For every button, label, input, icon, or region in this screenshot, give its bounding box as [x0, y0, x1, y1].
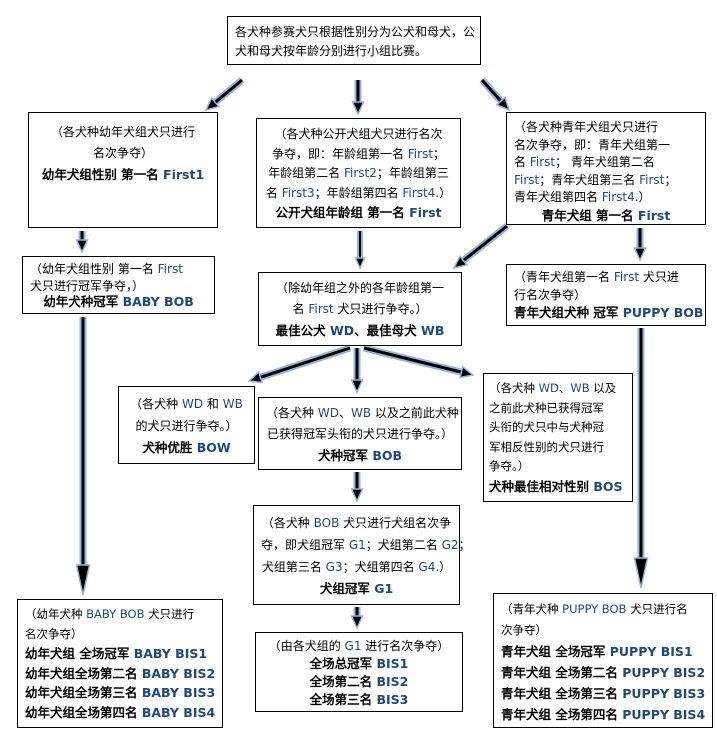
node-puppy-bob: （青年犬组第一名 First 犬只进行名次争夺） 青年犬组犬种 冠军 PUPPY …	[506, 264, 706, 326]
node-text-line: 名次争夺，即：青年犬组第一	[514, 137, 671, 152]
node-text-line: （幼年犬组性别 第一名 First	[30, 262, 183, 276]
node-text-line: （各犬种青年犬组犬只进行	[514, 120, 659, 134]
node-text-line: 犬组冠军 G1	[319, 581, 394, 596]
node-best-of-winners: （各犬种 WD 和 WB 的犬只进行争夺。） 犬种优胜 BOW	[118, 386, 255, 464]
node-puppy-group-first: （各犬种青年犬组犬只进行名次争夺，即：青年犬组第一名 First； 青年犬组第二…	[506, 112, 706, 225]
node-text-line: 犬种优胜 BOW	[142, 440, 231, 455]
node-best-opposite-sex: （各犬种 WD、WB 以及之前此犬种已获得冠军头衔的犬只中与犬种冠军相反性别的犬…	[483, 373, 633, 502]
node-text-line: 夺，即犬组冠军 G1；犬组第二名 G2；	[261, 538, 471, 552]
arrow-babybob-babybis	[75, 317, 91, 596]
node-text-line: 名次争夺）	[92, 146, 153, 160]
arrow-wdwb-bow	[247, 344, 352, 384]
arrow-wdwb-bos	[363, 344, 475, 379]
node-open-group-first: （各犬种公开犬组犬只进行名次争夺，即：年龄组第一名 First； 年龄组第二名 F…	[256, 118, 461, 228]
node-text-line: 争夺，即：年龄组第一名 First；	[271, 146, 446, 161]
arrow-bob-g1	[350, 472, 364, 503]
node-text-line: 犬组第三名 G3；犬组第四名 G4.）	[261, 560, 452, 574]
node-text-line: 公开犬组年龄组 第一名 First	[275, 205, 442, 220]
node-text-line: 青年犬组犬种 冠军 PUPPY BOB	[514, 305, 704, 320]
node-text-line: 青年犬组 全场第二名 PUPPY BIS2	[501, 665, 706, 680]
node-text-line: （各犬种幼年犬组犬只进行	[50, 125, 195, 139]
node-best-of-breed: （各犬种 WD、WB 以及之前此犬种已获得冠军头衔的犬只进行争夺。） 犬种冠军 B…	[258, 397, 462, 470]
node-text-line: 幼年犬组全场第四名 BABY BIS4	[25, 704, 216, 720]
node-text-line: 最佳公犬 WD、最佳母犬 WB	[275, 323, 445, 338]
node-text-line: 名 First； 青年犬组第二名	[514, 155, 655, 169]
node-text-line: 青年犬组 全场第三名 PUPPY BIS3	[501, 686, 706, 701]
arrow-puppybob-puppybis	[633, 328, 649, 589]
node-text-line: （除幼年组之外的各年龄组第一	[275, 281, 444, 295]
node-text-line: 军相反性别的犬只进行	[489, 439, 604, 454]
node-text-line: 青年犬组第四名 First4.）	[514, 190, 651, 204]
node-text-line: 幼年犬组全场第二名 BABY BIS2	[25, 665, 216, 681]
arrow-intro-puppy	[479, 77, 511, 112]
node-text-line: （各犬种 WD、WB 以及之前此犬种	[266, 406, 459, 420]
node-puppy-best-in-show: （青年犬种 PUPPY BOB 犬只进行名次争夺） 青年犬组 全场冠军 PUPPY…	[493, 593, 713, 728]
node-group-one: （各犬种 BOB 犬只进行犬组名次争夺，即犬组冠军 G1；犬组第二名 G2； 犬组…	[253, 505, 471, 605]
node-text-line: 青年犬组 全场冠军 PUPPY BIS1	[501, 644, 693, 659]
node-text-line: （各犬种 WD 和 WB	[130, 397, 243, 411]
node-intro-rule: 各犬种参赛犬只根据性别分为公犬和母犬，公犬和母犬按年龄分别进行小组比赛。	[227, 16, 481, 65]
node-text-line: 全场总冠军 BIS1	[309, 656, 409, 671]
node-text-line: 犬种最佳相对性别 BOS	[489, 478, 623, 494]
node-text-line: （各犬种 WD、WB 以及	[489, 381, 617, 395]
node-text-line: 犬只进行冠军争夺，）	[30, 278, 145, 293]
node-text-line: First；青年犬组第三名 First；	[514, 172, 677, 187]
node-baby-bob: （幼年犬组性别 第一名 First 犬只进行冠军争夺，）幼年犬种冠军 BABY B…	[22, 256, 215, 314]
node-text-line: 头衔的犬只中与犬种冠	[489, 420, 604, 434]
arrow-intro-baby	[204, 77, 245, 112]
node-text-line: 名 First 犬只进行争夺。）	[292, 302, 428, 316]
node-text-line: 各犬种参赛犬只根据性别分为公犬和母犬，公	[235, 25, 476, 39]
node-text-line: （各犬种公开犬组犬只进行名次	[274, 127, 443, 141]
arrow-puppy-wdwb	[452, 223, 510, 270]
node-baby-best-in-show: （幼年犬种 BABY BOB 犬只进行名次争夺） 幼年犬组 全场冠军 BABY B…	[17, 599, 223, 728]
arrow-baby-babybob	[75, 231, 89, 254]
arrow-open-wdwb	[354, 231, 366, 270]
node-text-line: （各犬种 BOB 犬只进行犬组名次争	[261, 516, 452, 530]
node-text-line: 青年犬组 第一名 First	[541, 207, 671, 223]
node-text-line: （青年犬种 PUPPY BOB 犬只进行名	[501, 602, 688, 616]
node-text-line: 幼年犬种冠军 BABY BOB	[43, 294, 194, 309]
node-text-line: 次争夺）	[501, 623, 547, 637]
node-text-line: 幼年犬组 全场冠军 BABY BIS1	[25, 646, 208, 661]
node-text-line: 已获得冠军头衔的犬只进行争夺。）	[266, 427, 453, 441]
node-best-in-show: （由各犬组的 G1 进行名次争夺） 全场总冠军 BIS1 全场第二名 BIS2 全场第…	[255, 632, 463, 712]
node-text-line: 全场第三名 BIS3	[309, 692, 409, 707]
node-text-line: 行名次争夺）	[514, 287, 587, 302]
node-text-line: 全场第二名 BIS2	[309, 674, 409, 689]
node-text-line: 犬和母犬按年龄分别进行小组比赛。	[235, 44, 428, 58]
node-text-line: 争夺。）	[489, 459, 530, 473]
node-winners-dog-bitch: （除幼年组之外的各年龄组第一名 First 犬只进行争夺。） 最佳公犬 WD、最佳…	[258, 272, 462, 346]
node-text-line: 犬种冠军 BOB	[317, 448, 403, 463]
arrow-puppy-puppybob	[633, 228, 647, 262]
node-text-line: （青年犬组第一名 First 犬只进	[514, 270, 679, 284]
arrow-intro-open	[351, 80, 365, 116]
node-text-line: 青年犬组 全场第四名 PUPPY BIS4	[501, 707, 706, 722]
node-text-line: 幼年犬组全场第三名 BABY BIS3	[25, 685, 216, 700]
node-text-line: 幼年犬组性别 第一名 First1	[41, 167, 205, 182]
node-baby-group-first: （各犬种幼年犬组犬只进行名次争夺） 幼年犬组性别 第一名 First1	[28, 112, 218, 228]
node-text-line: 之前此犬种已获得冠军	[489, 400, 604, 415]
arrow-g1-bis	[350, 607, 364, 630]
node-text-line: （由各犬组的 G1 进行名次争夺）	[268, 639, 450, 653]
arrow-wdwb-bob	[350, 348, 364, 394]
node-text-line: 年龄组第二名 First2；年龄组第三	[268, 166, 449, 180]
node-text-line: 名次争夺）	[25, 626, 83, 641]
node-text-line: （幼年犬种 BABY BOB 犬只进行	[25, 607, 195, 621]
node-text-line: 名 First3；年龄组第四名 First4.）	[265, 185, 452, 200]
node-text-line: 的犬只进行争夺。）	[135, 419, 238, 433]
